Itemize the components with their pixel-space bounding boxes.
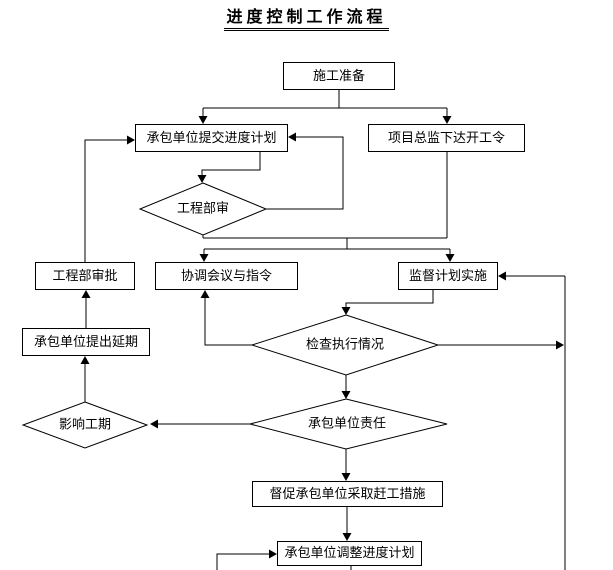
edge-extension-to-approval	[81, 290, 91, 328]
edge-check-to-right-rail	[438, 340, 564, 350]
edge-right-rail-to-supervise	[498, 271, 566, 570]
page-title: 进度控制工作流程	[224, 3, 389, 31]
decision-diamond-shapes	[21, 182, 448, 450]
edge-responsibility-to-rush	[341, 449, 351, 481]
node-adjust-plan: 承包单位调整进度计划	[277, 541, 422, 566]
node-rush-measures: 督促承包单位采取赶工措施	[252, 481, 443, 507]
edge-bottom-loop-to-adjust	[216, 549, 277, 570]
edge-supervise-to-check	[341, 290, 434, 315]
node-dept-review-label: 工程部审	[176, 201, 230, 217]
node-supervise-plan: 监督计划实施	[398, 262, 498, 290]
edge-rush-to-adjust	[342, 507, 352, 541]
diamond-affect-period	[21, 401, 149, 449]
edge-check-to-responsibility	[341, 375, 351, 399]
edge-affect-to-extension	[80, 356, 90, 402]
edge-approval-to-submit-loop	[84, 135, 135, 262]
node-contractor-responsibility-label: 承包单位责任	[307, 416, 387, 432]
node-chief-supervisor-commence-order: 项目总监下达开工令	[368, 124, 525, 152]
edge-submit-to-review	[197, 152, 261, 183]
edge-responsibility-to-affect	[150, 419, 250, 429]
edge-bus-to-coordination-and-supervise	[199, 152, 455, 262]
diamond-dept-review	[138, 182, 268, 236]
node-affect-period-label: 影响工期	[58, 417, 112, 433]
node-check-execution-label: 检查执行情况	[305, 337, 385, 353]
node-contractor-extension: 承包单位提出延期	[22, 328, 150, 356]
edge-prep-branch	[198, 90, 452, 124]
node-dept-approval: 工程部审批	[35, 262, 135, 290]
edge-check-to-coordination	[200, 290, 252, 346]
diamond-check	[250, 314, 440, 376]
diamond-responsibility	[248, 398, 448, 450]
title-row: 进度控制工作流程	[0, 3, 613, 31]
node-contractor-submit-plan: 承包单位提交进度计划	[135, 124, 288, 152]
node-coordination-meeting: 协调会议与指令	[155, 262, 298, 290]
edge-review-reject-loop	[266, 132, 344, 210]
node-construction-prep: 施工准备	[283, 62, 395, 90]
